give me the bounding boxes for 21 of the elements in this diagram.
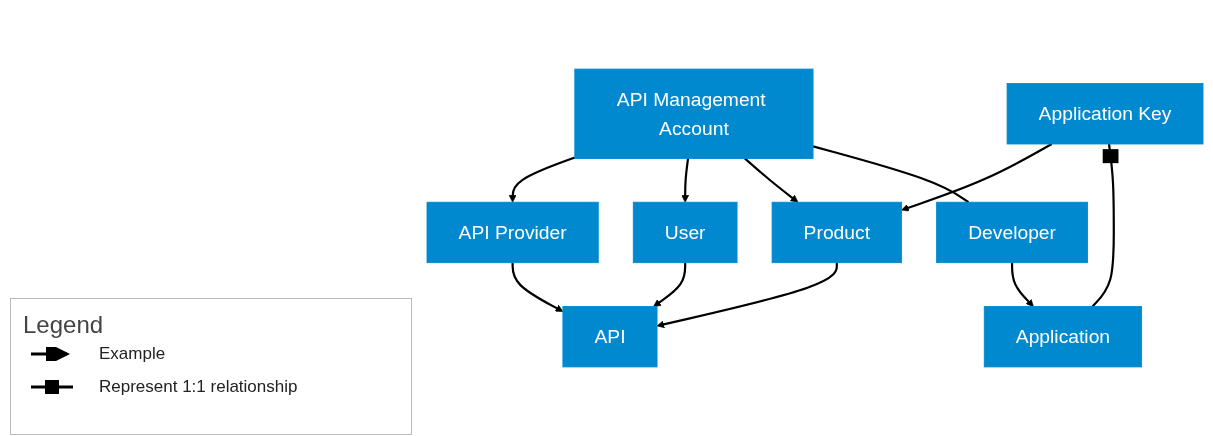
node-box: Application bbox=[983, 306, 1143, 368]
arrow bbox=[656, 262, 838, 329]
node-box: Application Key bbox=[1006, 83, 1204, 145]
arrow bbox=[511, 262, 564, 312]
node-box: API Management Account bbox=[574, 68, 814, 159]
node-box: User bbox=[632, 201, 738, 264]
node-box: Product bbox=[771, 201, 902, 264]
arrow bbox=[744, 157, 799, 203]
arrow bbox=[901, 143, 1053, 212]
connector bbox=[812, 145, 970, 204]
arrow bbox=[653, 262, 687, 307]
arrow bbox=[681, 158, 690, 203]
legend-title: Legend bbox=[23, 311, 104, 339]
connector bbox=[1091, 143, 1115, 308]
legend-text: Represent 1:1 relationship bbox=[99, 377, 298, 397]
arrow bbox=[1010, 262, 1034, 307]
node-box: Developer bbox=[936, 201, 1088, 264]
node-box: API bbox=[562, 306, 658, 368]
node-box: API Provider bbox=[426, 201, 599, 264]
legend-text: Example bbox=[99, 344, 166, 364]
arrow bbox=[508, 156, 576, 203]
